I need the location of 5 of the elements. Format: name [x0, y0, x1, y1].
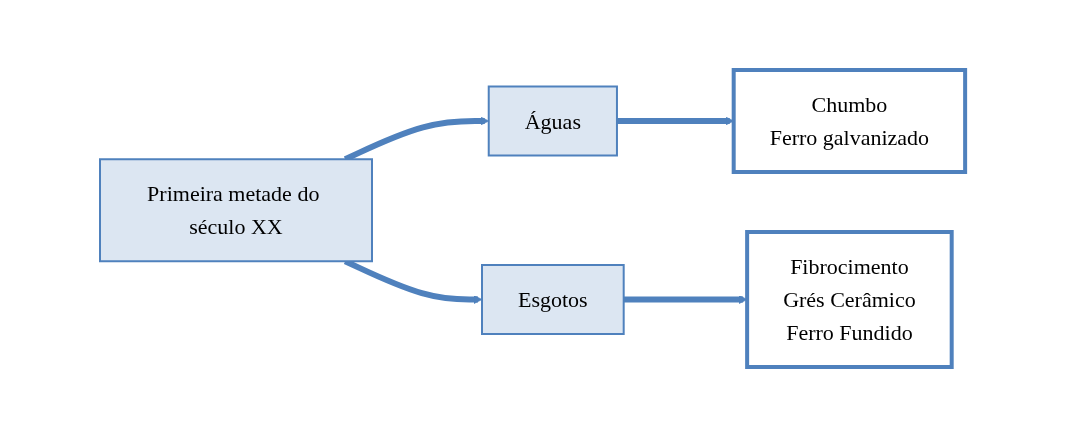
node-box: Esgotos [481, 264, 626, 335]
node-box: Chumbo Ferro galvanizado [732, 68, 968, 174]
node-box: Primeira metade do século XX [99, 158, 374, 263]
node-box: Fibrocimento Grés Cerâmico Ferro Fundido [745, 230, 955, 369]
node-box: Águas [488, 85, 619, 157]
